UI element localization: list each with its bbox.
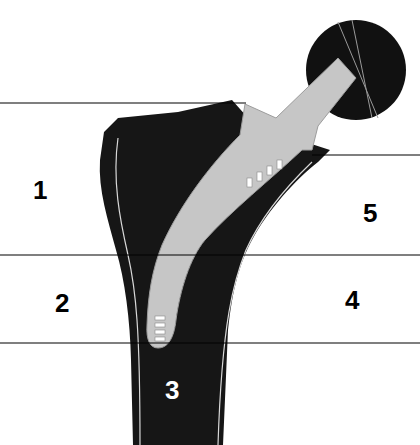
- zone-line: [0, 342, 420, 343]
- zone-number: 3: [165, 377, 179, 403]
- zone-line: [0, 254, 420, 255]
- prosthesis-stem: [147, 58, 356, 348]
- zone-number: 4: [345, 287, 359, 313]
- zone-number: 5: [363, 200, 377, 226]
- zone-line: [0, 102, 246, 103]
- zone-number: 1: [33, 177, 47, 203]
- porous-coating: [155, 160, 282, 341]
- head-line: [352, 20, 372, 118]
- zone-line: [312, 154, 420, 155]
- zone-number: 2: [55, 290, 69, 316]
- cortical-line: [116, 138, 140, 445]
